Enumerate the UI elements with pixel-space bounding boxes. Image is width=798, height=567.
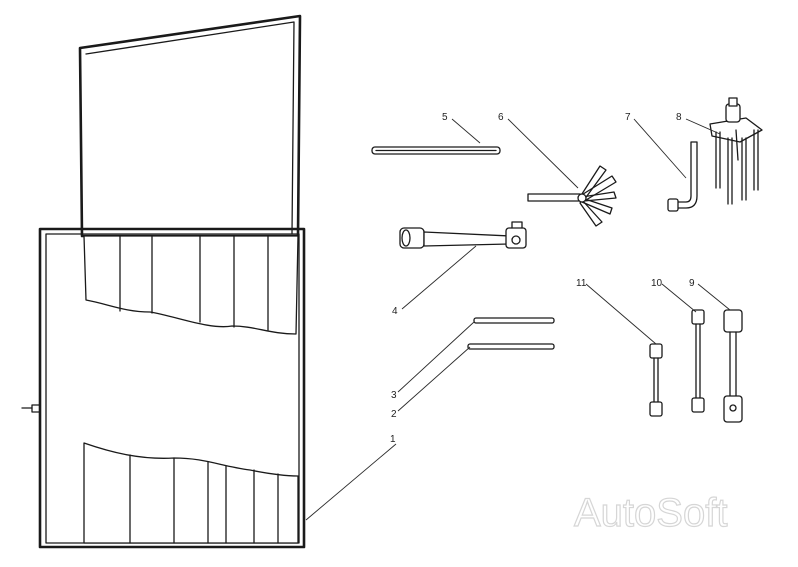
callout-labels: 5 6 7 8 4 11 10 9 3 2 1 [390, 112, 695, 445]
upper-pockets [83, 235, 299, 335]
lower-pockets [83, 442, 299, 544]
feeler-gauge [527, 165, 617, 227]
leader-lines [305, 118, 731, 521]
callout-4: 4 [392, 306, 398, 317]
callout-7: 7 [625, 112, 631, 123]
tool-roll [21, 14, 306, 549]
rod-2 [467, 343, 555, 350]
drift-bar [371, 146, 501, 155]
callout-2: 2 [391, 409, 397, 420]
callout-10: 10 [651, 278, 663, 289]
watermark: AutoSoft [574, 491, 727, 535]
tie-strap [21, 404, 41, 413]
callout-8: 8 [676, 112, 682, 123]
callout-11: 11 [576, 278, 587, 289]
hex-key [667, 141, 698, 212]
callout-3: 3 [391, 390, 397, 401]
callout-5: 5 [442, 112, 448, 123]
socket-spanner-11 [649, 343, 663, 417]
puller [709, 97, 763, 205]
callout-1: 1 [390, 434, 396, 445]
tool-roll-flap [78, 14, 302, 238]
socket-spanner-10 [691, 309, 705, 413]
rod-3 [473, 317, 555, 324]
tool-roll-body [38, 227, 306, 549]
callout-9: 9 [689, 278, 695, 289]
box-spanner-9 [723, 309, 743, 423]
spark-plug-wrench [399, 221, 527, 249]
callout-6: 6 [498, 112, 504, 123]
